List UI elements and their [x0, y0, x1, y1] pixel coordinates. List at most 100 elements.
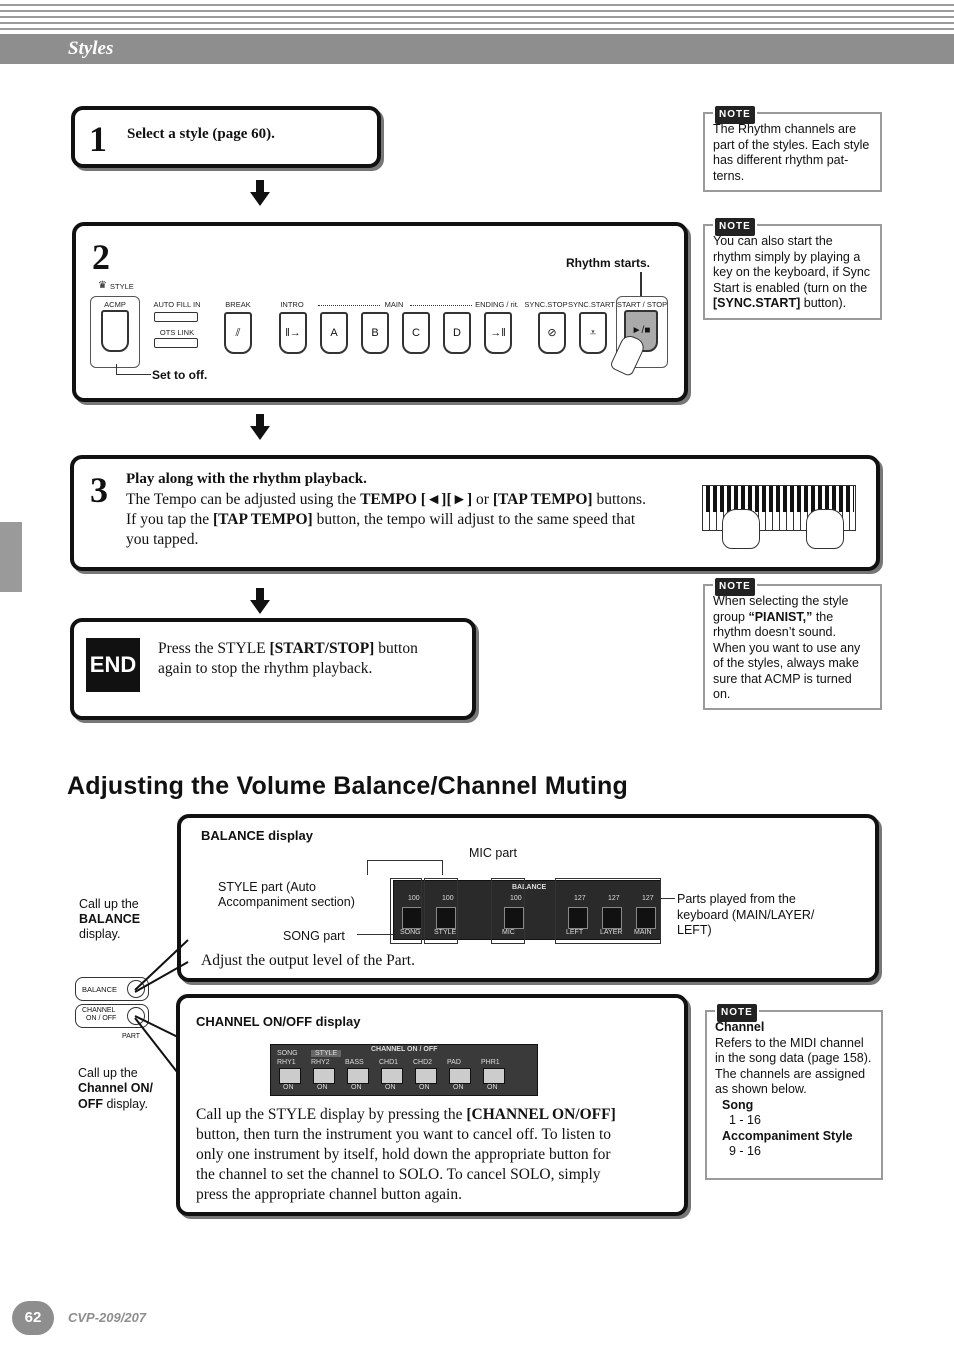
channel-name: PAD [447, 1059, 461, 1066]
balance-channel-slider[interactable] [636, 907, 656, 929]
note-icon: NOTE [715, 218, 755, 236]
set-to-off-label: Set to off. [152, 368, 208, 382]
instrument-icon[interactable] [347, 1068, 369, 1084]
rhythm-starts-line [640, 272, 642, 296]
parts-keyboard-label-3: LEFT) [677, 923, 712, 937]
note3-l5: of the styles, always make [713, 656, 859, 670]
note4-l4: as shown below. [715, 1082, 807, 1096]
channel-p1a: Call up the STYLE display by pressing th… [196, 1106, 467, 1123]
channel-name: PHR1 [481, 1059, 500, 1066]
balance-channel-slider[interactable] [568, 907, 588, 929]
instrument-icon[interactable] [449, 1068, 471, 1084]
channel-button-label-1: CHANNEL [82, 1007, 116, 1014]
channel-on-state: ON [317, 1084, 328, 1091]
step2-number: 2 [92, 237, 110, 277]
end-l1c: button [374, 640, 418, 657]
ots-link-button[interactable] [154, 338, 198, 348]
balance-heading: BALANCE display [201, 828, 313, 843]
step3-number: 3 [90, 470, 108, 510]
main-d-button[interactable]: D [443, 312, 471, 354]
note2-l5c: button). [800, 296, 847, 310]
mic-frame [491, 878, 525, 944]
step3-line2: If you tap the [TAP TEMPO] button, the t… [126, 511, 635, 529]
end-start-stop: [START/STOP] [269, 640, 375, 657]
sync-stop-label: SYNC.STOP [524, 300, 568, 309]
call-balance-3: display. [79, 927, 121, 941]
black-keys [706, 486, 854, 512]
balance-button[interactable]: BALANCE [75, 977, 149, 1001]
channel-on-state: ON [453, 1084, 464, 1091]
main-b-button[interactable]: B [361, 312, 389, 354]
break-label: BREAK [225, 300, 251, 309]
song-part-label: SONG part [283, 929, 345, 943]
channel-on-off-button[interactable]: CHANNEL ON / OFF [75, 1004, 149, 1028]
instrument-icon[interactable] [483, 1068, 505, 1084]
channel-name: CHD1 [379, 1059, 399, 1066]
parts-callout [657, 898, 675, 899]
instrument-icon[interactable] [279, 1068, 301, 1084]
call-channel-off: OFF [78, 1097, 103, 1111]
acmp-callout-line [116, 364, 151, 375]
call-channel-2: Channel ON/ [78, 1081, 154, 1095]
auto-fill-in-button[interactable] [154, 312, 198, 322]
note3-pianist: “PIANIST,” [748, 609, 813, 624]
note-badge-3: NOTE [713, 578, 757, 596]
intro-label: INTRO [280, 300, 304, 309]
main-dots-left [318, 305, 380, 306]
ending-button[interactable]: →‖ [484, 312, 512, 354]
note-box-4: NOTE Channel Refers to the MIDI channel … [705, 1004, 883, 1180]
channel-lcd-title: CHANNEL ON / OFF [371, 1046, 438, 1053]
note-icon: NOTE [715, 106, 755, 124]
end-l1a: Press the STYLE [158, 640, 270, 657]
intro-button[interactable]: ‖→ [279, 312, 307, 354]
channel-on-state: ON [351, 1084, 362, 1091]
call-channel-1: Call up the [78, 1066, 138, 1080]
note-badge-1: NOTE [713, 106, 757, 124]
balance-channel-slider[interactable] [436, 907, 456, 929]
instrument-icon[interactable] [415, 1068, 437, 1084]
channel-tab-style[interactable]: STYLE [311, 1050, 342, 1057]
balance-channel-value: 100 [510, 895, 522, 902]
page-number: 62 [24, 1309, 42, 1326]
auto-fill-in-label: AUTO FILL IN [153, 300, 201, 309]
end-logo: END [86, 638, 140, 692]
note4-l1: Refers to the MIDI channel [715, 1035, 864, 1050]
step1-text: Select a style (page 60). [127, 126, 275, 142]
break-button[interactable]: ⫽ [224, 312, 252, 354]
ots-link-label: OTS LINK [159, 328, 195, 337]
step3-tap-tempo: [TAP TEMPO] [492, 491, 593, 508]
note2-l2: rhythm simply by playing a [713, 249, 861, 264]
header-stripes [0, 0, 954, 34]
channel-on-state: ON [487, 1084, 498, 1091]
ending-label: ENDING / rit. [475, 300, 519, 309]
acmp-button[interactable] [101, 310, 129, 352]
step3-l1e: buttons. [592, 491, 646, 508]
main-c-button[interactable]: C [402, 312, 430, 354]
instrument-icon[interactable] [313, 1068, 335, 1084]
channel-name: BASS [345, 1059, 364, 1066]
balance-channel-name: MAIN [634, 929, 652, 936]
instrument-icon[interactable] [381, 1068, 403, 1084]
step3-l1a: The Tempo can be adjusted using the [126, 491, 361, 508]
balance-channel-name: MIC [502, 929, 515, 936]
balance-channel-value: 127 [642, 895, 654, 902]
note4-l2: in the song data (page 158). [715, 1051, 872, 1065]
step1-box: 1 Select a style (page 60). [71, 106, 381, 168]
note4-song: Song [722, 1097, 754, 1112]
sync-start-button[interactable]: ⩡ [579, 312, 607, 354]
note2-sync-start: [SYNC.START] [713, 296, 801, 310]
sync-stop-button[interactable]: ⊘ [538, 312, 566, 354]
main-label: MAIN [384, 300, 404, 309]
channel-on-state: ON [385, 1084, 396, 1091]
balance-box: BALANCE display MIC part STYLE part (Aut… [177, 814, 879, 982]
note4-acc: Accompaniment Style [722, 1128, 853, 1143]
channel-p3: only one instrument by itself, hold down… [196, 1146, 611, 1163]
balance-channel-slider[interactable] [602, 907, 622, 929]
balance-channel-value: 127 [608, 895, 620, 902]
parts-keyboard-label-1: Parts played from the [677, 892, 796, 906]
note3-l1: When selecting the style [713, 594, 849, 608]
down-arrow-2 [250, 414, 270, 442]
balance-channel-slider[interactable] [504, 907, 524, 929]
channel-tab-song[interactable]: SONG [277, 1050, 298, 1057]
main-a-button[interactable]: A [320, 312, 348, 354]
